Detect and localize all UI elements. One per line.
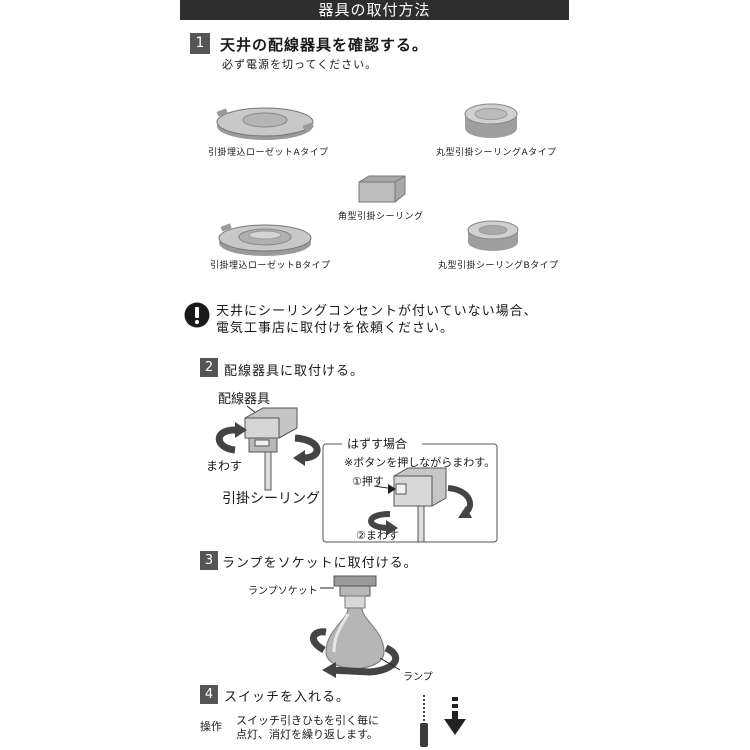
step-2-heading: 配線器具に取付ける。 — [224, 364, 365, 379]
step-1-note: 必ず電源を切ってください。 — [222, 58, 378, 71]
lamp-illustration — [310, 575, 401, 678]
remove-note: ※ボタンを押しながらまわす。 — [344, 456, 496, 469]
round-ceiling-b-image — [467, 220, 519, 251]
warning-line-1: 天井にシーリングコンセントが付いていない場合、 — [216, 304, 538, 319]
pull-cord-icon — [420, 695, 428, 747]
warning-icon — [184, 302, 210, 328]
operation-label: 操作 — [200, 720, 222, 733]
lamp-label: ランプ — [403, 672, 433, 683]
step-3-number: 3 — [200, 551, 218, 570]
remove-illustration — [368, 467, 474, 543]
square-ceiling-image — [358, 175, 406, 203]
operation-line-2: 点灯、消灯を繰り返します。 — [236, 728, 378, 741]
page-title: 器具の取付方法 — [180, 0, 569, 20]
step-1-heading: 天井の配線器具を確認する。 — [220, 36, 429, 54]
remove-title: はずす場合 — [345, 435, 410, 452]
rosette-a-image — [216, 107, 314, 140]
fixture-illustration — [215, 405, 321, 491]
rosette-b-label: 引掛埋込ローゼットBタイプ — [210, 261, 331, 271]
round-ceiling-a-image — [464, 103, 518, 138]
step-4-heading: スイッチを入れる。 — [224, 690, 351, 705]
ceiling-label: 引掛シーリング — [222, 491, 320, 507]
step-4-number: 4 — [200, 685, 218, 704]
fixture-label: 配線器具 — [218, 392, 271, 407]
rosette-a-label: 引掛埋込ローゼットAタイプ — [208, 148, 329, 158]
remove-box-frame — [322, 443, 498, 543]
push-label: ①押す — [352, 475, 384, 488]
square-ceiling-label: 角型引掛シーリング — [338, 212, 424, 222]
round-ceiling-a-label: 丸型引掛シーリングAタイプ — [436, 148, 557, 158]
rosette-b-image — [218, 223, 312, 256]
warning-line-2: 電気工事店に取付けを依頼ください。 — [216, 321, 455, 336]
step-2-number: 2 — [200, 358, 218, 377]
operation-line-1: スイッチ引きひもを引く毎に — [236, 714, 379, 727]
step-1-number: 1 — [190, 33, 210, 54]
step-3-heading: ランプをソケットに取付ける。 — [222, 556, 418, 571]
pull-down-arrow-icon — [444, 697, 466, 735]
turn-label: まわす — [206, 459, 243, 473]
round-ceiling-b-label: 丸型引掛シーリングBタイプ — [438, 261, 559, 271]
socket-label: ランプソケット — [248, 586, 318, 597]
